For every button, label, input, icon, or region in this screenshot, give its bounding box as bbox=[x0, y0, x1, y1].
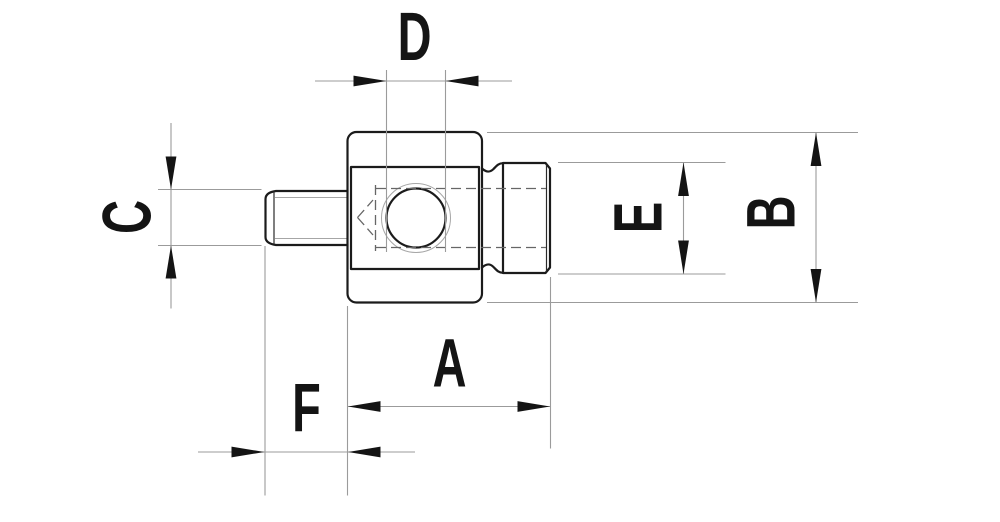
dim-label-a: A bbox=[433, 325, 467, 402]
dim-b-arrow-bottom bbox=[810, 269, 822, 303]
dim-e-arrow-bottom bbox=[678, 240, 689, 274]
dim-c-arrow-top bbox=[165, 156, 177, 190]
hidden-passage bbox=[357, 185, 546, 251]
dim-a-arrow-left bbox=[348, 401, 381, 412]
dim-f-arrow-left bbox=[231, 446, 265, 458]
body-outer-outline bbox=[346, 130, 484, 304]
neck-groove bbox=[480, 162, 505, 274]
port-chamfer-circle bbox=[381, 183, 451, 253]
spigot-outline bbox=[501, 161, 552, 275]
dimension-e: E bbox=[558, 161, 726, 275]
dimension-c: C bbox=[89, 123, 262, 309]
flow-chevron-lower bbox=[357, 217, 374, 236]
dim-b-arrow-top bbox=[810, 132, 822, 166]
neck-top-contour bbox=[480, 162, 505, 173]
body-block bbox=[346, 130, 484, 304]
dim-c-arrow-bottom bbox=[165, 245, 177, 279]
dim-f-arrow-right bbox=[348, 446, 381, 458]
body-face-outline bbox=[349, 165, 481, 271]
port-hole-circle bbox=[385, 187, 447, 249]
threaded-stud bbox=[264, 189, 349, 247]
stud-outline bbox=[264, 189, 349, 247]
dim-label-f: F bbox=[292, 370, 321, 447]
dimensions: D C A bbox=[89, 0, 858, 496]
dim-label-b: B bbox=[733, 196, 810, 230]
dim-d-arrow-left bbox=[353, 75, 387, 87]
dimension-a: A bbox=[346, 277, 552, 496]
spigot-cylinder bbox=[501, 161, 552, 275]
dim-label-e: E bbox=[600, 202, 677, 233]
part-views bbox=[264, 130, 552, 304]
flow-chevron-upper bbox=[357, 199, 374, 218]
dim-label-d: D bbox=[398, 0, 432, 75]
dim-d-arrow-right bbox=[445, 75, 479, 87]
dim-label-c: C bbox=[89, 200, 166, 234]
neck-bottom-contour bbox=[480, 263, 505, 274]
dimension-d: D bbox=[315, 0, 512, 252]
dim-a-arrow-right bbox=[517, 401, 550, 412]
dimension-f: F bbox=[198, 246, 415, 496]
dim-e-arrow-top bbox=[678, 162, 689, 196]
dimension-b: B bbox=[487, 131, 858, 304]
